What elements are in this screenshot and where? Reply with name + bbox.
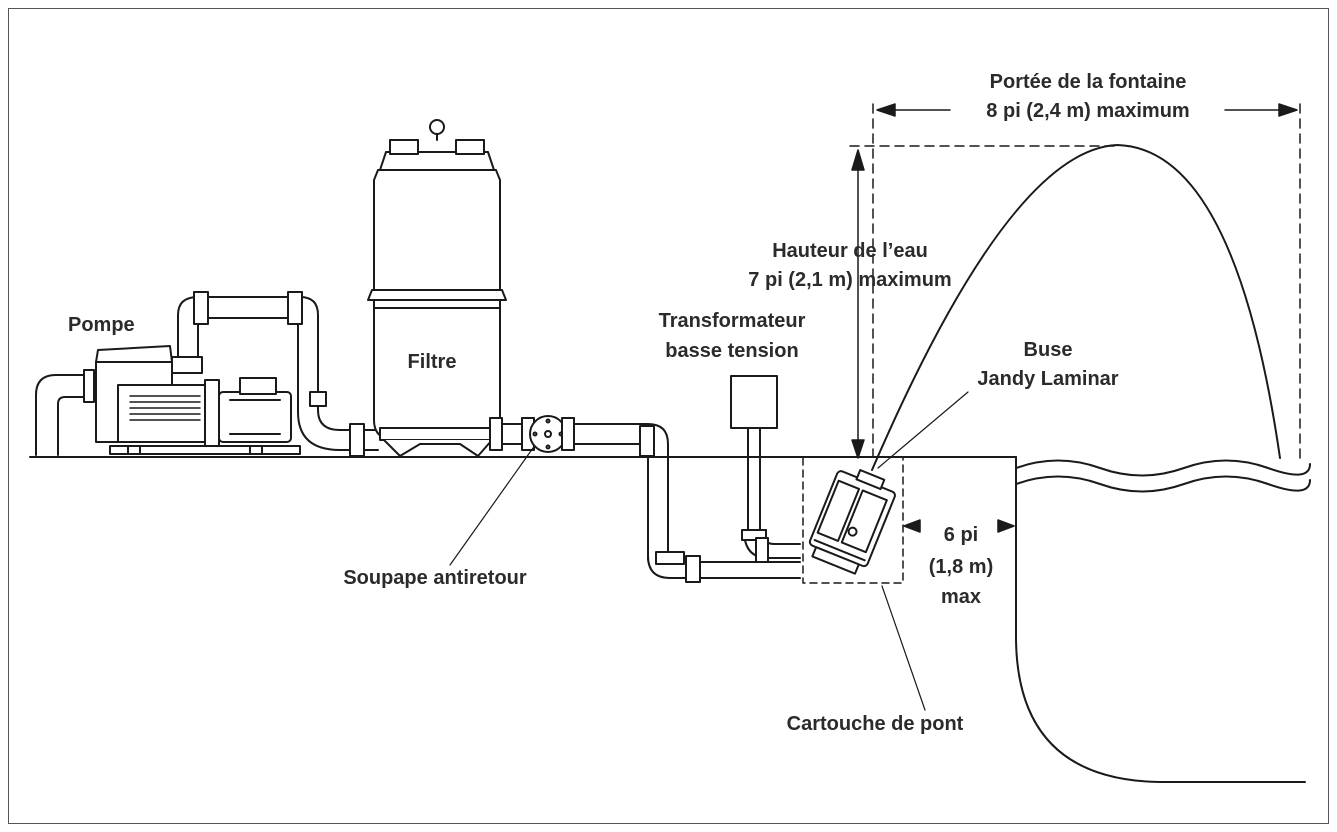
fountain-stream: [871, 144, 1281, 471]
check-valve-label: Soupape antiretour: [343, 567, 527, 589]
laminar-nozzle-icon: [808, 469, 896, 575]
deck-cartridge-label: Cartouche de pont: [786, 713, 964, 735]
fountain-reach-label-line2: 8 pi (2,4 m) maximum: [986, 100, 1190, 122]
water-height-label-line2: 7 pi (2,1 m) maximum: [748, 269, 952, 291]
nozzle-leader-line: [877, 391, 969, 469]
nozzle-label-line2: Jandy Laminar: [977, 368, 1119, 390]
transformer-icon: [730, 375, 801, 563]
distance-label-line3: max: [940, 586, 982, 608]
pool-wall: [1015, 456, 1306, 783]
pipe-pump-to-filter: [177, 291, 379, 457]
water-surface-lower: [1015, 475, 1311, 493]
check-valve-leader: [449, 447, 534, 566]
distance-label-line2: (1,8 m): [928, 556, 994, 578]
deck-cartridge-box: [802, 456, 904, 584]
deck-cartridge-leader: [881, 585, 926, 711]
distance-dimension: [903, 519, 1015, 533]
transformer-label-line2: basse tension: [665, 340, 799, 362]
transformer-label-line1: Transformateur: [658, 310, 806, 332]
distance-label-line1: 6 pi: [943, 524, 979, 546]
water-surface: [1015, 459, 1311, 477]
filter-icon: [367, 119, 507, 457]
check-valve-icon: [529, 415, 567, 453]
water-height-dimension: [849, 145, 1118, 459]
fountain-reach-label-line1: Portée de la fontaine: [989, 71, 1187, 93]
pipe-filter-to-deck: [489, 415, 801, 583]
pump-icon: [35, 345, 301, 456]
fountain-reach-dimension: [872, 103, 1301, 465]
pump-label: Pompe: [68, 314, 135, 336]
filter-label: Filtre: [407, 351, 457, 373]
nozzle-label-line1: Buse: [1023, 339, 1073, 361]
water-height-label-line1: Hauteur de l’eau: [772, 240, 928, 262]
